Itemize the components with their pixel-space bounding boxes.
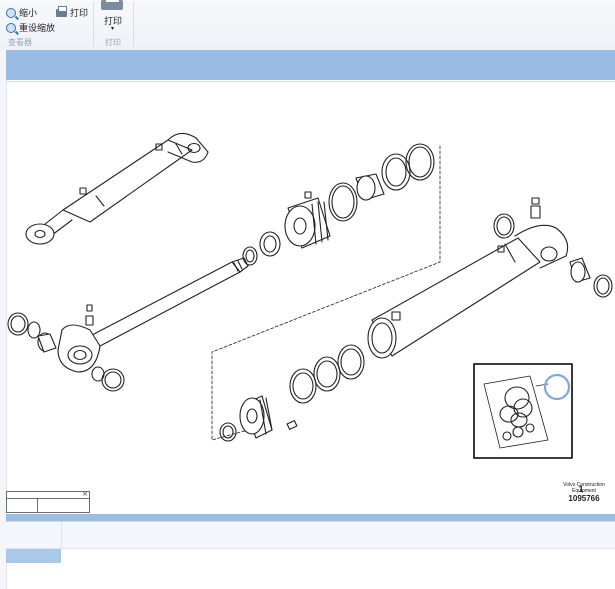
parts-list-column-header — [6, 522, 615, 549]
piston-parts — [219, 344, 365, 442]
mini-table-divider — [37, 499, 38, 512]
caption-part-number: 1095766 — [568, 494, 600, 503]
gland-parts — [242, 143, 435, 266]
callout-ring[interactable] — [543, 373, 571, 401]
dropdown-arrow-icon: ▾ — [111, 25, 115, 32]
print-group-label: 打印 — [105, 38, 121, 47]
ribbon-separator — [93, 2, 94, 46]
close-icon[interactable]: × — [82, 490, 88, 498]
seal-kit-callout — [473, 363, 573, 459]
reset-zoom-button[interactable]: 重设缩放 — [6, 21, 55, 34]
caption-line-2: Equipment — [572, 488, 596, 494]
parts-list-header-line — [6, 521, 615, 522]
parts-list-header-band — [6, 514, 615, 521]
reset-zoom-icon — [6, 22, 16, 33]
viewer-group-label: 查看器 — [8, 38, 32, 47]
zoom-out-label: 缩小 — [19, 9, 38, 19]
zoom-out-button[interactable]: 缩小 — [6, 6, 37, 19]
ribbon-separator — [133, 2, 134, 46]
reset-zoom-label: 重设缩放 — [19, 24, 56, 34]
print-small-label: 打印 — [70, 9, 89, 19]
parts-boundary-dashed — [211, 145, 441, 441]
ribbon-toolbar: 缩小 打印 重设缩放 查看器 打印 ▾ 打印 — [0, 0, 615, 51]
viewer-header-band — [6, 50, 615, 80]
column-divider — [61, 522, 62, 548]
zoom-out-icon — [6, 7, 16, 18]
right-seals — [493, 197, 613, 298]
viewer-header-line — [6, 81, 615, 82]
hydraulic-cylinder-diagram — [7, 132, 613, 459]
mini-table-panel: × — [6, 490, 90, 513]
piston-rod — [57, 257, 249, 373]
selected-table-row[interactable] — [6, 549, 61, 563]
printer-icon — [56, 5, 67, 17]
caption-line-1: Volvo Construction — [563, 482, 605, 488]
print-small-button[interactable]: 打印 — [56, 5, 89, 19]
left-seals — [7, 312, 125, 392]
assembled-cylinder — [25, 132, 209, 245]
mini-table-header — [7, 492, 89, 499]
cylinder-barrel — [367, 224, 569, 359]
print-big-label: 打印 — [104, 17, 123, 27]
parts-drawing-viewer[interactable]: 1 Volvo Construction Equipment 1095766 — [6, 82, 615, 503]
printer-large-icon — [101, 0, 123, 10]
callout-number: 1 — [578, 484, 584, 494]
left-panel-edge — [0, 50, 7, 589]
drawing-caption: Volvo Construction Equipment 1095766 — [554, 482, 614, 503]
